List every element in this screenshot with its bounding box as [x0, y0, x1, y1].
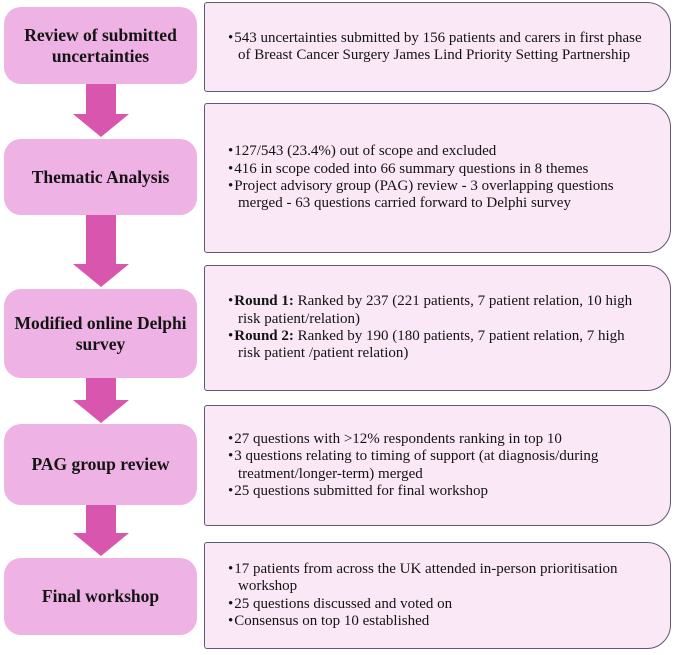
- stage-box-2: Thematic Analysis: [4, 139, 197, 215]
- detail-box-2: •127/543 (23.4%) out of scope and exclud…: [204, 103, 671, 253]
- bullet-item: •27 questions with >12% respondents rank…: [228, 431, 648, 448]
- bullet-text: Ranked by 190 (180 patients, 7 patient r…: [238, 328, 625, 362]
- bullet-item: •3 questions relating to timing of suppo…: [228, 448, 648, 483]
- bullet-char: •: [228, 160, 234, 177]
- bullet-text: 25 questions discussed and voted on: [234, 595, 453, 612]
- bullet-item: •25 questions submitted for final worksh…: [228, 483, 648, 500]
- bullet-char: •: [228, 178, 234, 194]
- bullet-item: •Project advisory group (PAG) review - 3…: [228, 178, 648, 213]
- stage-label: PAG group review: [31, 454, 170, 475]
- bullet-text: Project advisory group (PAG) review - 3 …: [234, 178, 614, 212]
- detail-box-3: •Round 1: Ranked by 237 (221 patients, 7…: [204, 265, 671, 391]
- bullet-text: 416 in scope coded into 66 summary quest…: [234, 160, 589, 177]
- down-arrow-2: [73, 215, 129, 287]
- bullet-text: Ranked by 237 (221 patients, 7 patient r…: [238, 293, 633, 327]
- bullet-char: •: [228, 612, 234, 629]
- stage-box-4: PAG group review: [4, 424, 197, 505]
- bullet-char: •: [228, 482, 234, 499]
- bullet-item: •Round 1: Ranked by 237 (221 patients, 7…: [228, 293, 648, 328]
- bullet-text: Consensus on top 10 established: [234, 612, 430, 629]
- stage-box-3: Modified online Delphi survey: [4, 289, 197, 378]
- down-arrow-3: [73, 378, 129, 423]
- bullet-text: 17 patients from across the UK attended …: [234, 560, 618, 595]
- bullet-text: 25 questions submitted for final worksho…: [234, 482, 488, 499]
- bullet-char: •: [228, 293, 234, 310]
- stage-label: Review of submitted uncertainties: [24, 24, 177, 66]
- bullet-char: •: [228, 29, 234, 46]
- bullet-char: •: [228, 448, 234, 465]
- detail-box-4: •27 questions with >12% respondents rank…: [204, 405, 671, 526]
- stage-box-1: Review of submitted uncertainties: [4, 7, 197, 84]
- bullet-bold-text: Round 1:: [234, 293, 294, 310]
- bullet-item: •Consensus on top 10 established: [228, 613, 648, 630]
- bullet-item: •25 questions discussed and voted on: [228, 596, 648, 613]
- bullet-item: •416 in scope coded into 66 summary ques…: [228, 161, 648, 178]
- bullet-bold-text: Round 2:: [234, 328, 294, 344]
- bullet-item: •Round 2: Ranked by 190 (180 patients, 7…: [228, 328, 648, 363]
- bullet-char: •: [228, 430, 234, 447]
- stage-label: Final workshop: [41, 586, 160, 607]
- bullet-item: •127/543 (23.4%) out of scope and exclud…: [228, 143, 648, 160]
- bullet-text: 127/543 (23.4%) out of scope and exclude…: [234, 143, 497, 160]
- down-arrow-4: [73, 505, 129, 556]
- bullet-item: •17 patients from across the UK attended…: [228, 561, 648, 596]
- down-arrow-1: [73, 84, 129, 137]
- bullet-char: •: [228, 143, 234, 160]
- stage-box-5: Final workshop: [4, 558, 197, 635]
- bullet-char: •: [228, 595, 234, 612]
- stage-label: Modified online Delphi survey: [14, 312, 187, 354]
- detail-box-5: •17 patients from across the UK attended…: [204, 542, 671, 649]
- stage-label: Thematic Analysis: [31, 166, 170, 187]
- bullet-text: 27 questions with >12% respondents ranki…: [234, 430, 562, 447]
- bullet-char: •: [228, 560, 234, 577]
- bullet-text: 3 questions relating to timing of suppor…: [234, 448, 599, 482]
- bullet-item: •543 uncertainties submitted by 156 pati…: [228, 30, 648, 65]
- detail-box-1: •543 uncertainties submitted by 156 pati…: [204, 2, 671, 92]
- bullet-text: 543 uncertainties submitted by 156 patie…: [234, 29, 642, 63]
- bullet-char: •: [228, 328, 234, 344]
